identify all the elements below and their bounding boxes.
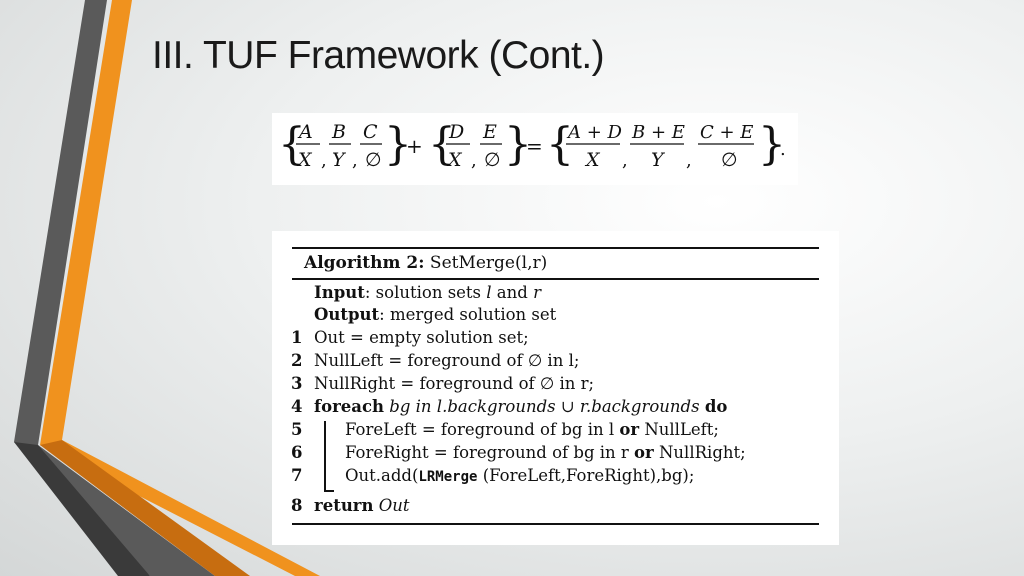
line-text: NullRight = foreground of ∅ in r; [314,374,595,393]
frac-denominator: X [446,149,463,171]
foreach-keyword: foreach [314,397,385,416]
right-brace: } [384,119,412,170]
loop-bar-end [324,490,334,492]
frac-denominator: ∅ [365,149,382,171]
line-number: 2 [291,351,303,370]
line-number: 6 [291,443,303,462]
header-rule [292,278,819,280]
algorithm-label: Algorithm 2: [304,253,425,273]
algorithm-image: Algorithm 2: SetMerge(l,r) Input: soluti… [272,231,839,545]
frac-numerator: C [363,121,378,143]
line-number: 7 [291,466,303,485]
frac-denominator: ∅ [484,149,501,171]
bottom-rule [292,523,819,525]
frac-numerator: B + E [631,122,685,143]
or-keyword: or [619,420,640,439]
equation-formula: { A X , B Y , C ∅ } + { D X , E ∅ } = { … [278,119,786,171]
input-keyword: Input [314,283,365,302]
plus-sign: + [406,134,423,158]
line-text: NullLeft = foreground of ∅ in l; [314,351,580,370]
top-rule [292,247,819,249]
frac-denominator: Y [651,149,666,171]
return-keyword: return [314,496,374,515]
line-text: Out = empty solution set; [314,328,529,347]
lrmerge-call: LRMerge [418,469,478,485]
frac-denominator: X [584,149,601,171]
loop-bar [324,421,326,491]
right-brace: } [504,119,532,170]
line-number: 5 [291,420,303,439]
svg-text:,: , [352,150,358,171]
frac-numerator: C + E [700,122,753,143]
svg-text:,: , [471,150,477,171]
algorithm-header: Algorithm 2: SetMerge(l,r) [304,253,547,273]
right-brace: } [758,119,786,170]
svg-text:,: , [321,150,327,171]
svg-text:,: , [686,150,692,171]
frac-numerator: A + D [566,122,623,143]
line-number: 3 [291,374,303,393]
period: . [780,139,786,160]
frac-denominator: ∅ [721,149,738,171]
output-keyword: Output [314,305,380,324]
frac-numerator: B [331,121,346,143]
frac-denominator: X [296,149,313,171]
frac-denominator: Y [332,149,347,171]
equation-image: { A X , B Y , C ∅ } + { D X , E ∅ } = { … [272,113,798,185]
or-keyword: or [634,443,654,462]
frac-numerator: D [448,121,464,143]
algorithm-name: SetMerge(l,r) [429,253,548,273]
equals-sign: = [526,134,543,158]
slide-title: III. TUF Framework (Cont.) [152,34,605,77]
line-number: 4 [291,397,303,416]
frac-numerator: A [297,121,313,143]
line-number: 1 [291,328,303,347]
frac-numerator: E [482,121,497,143]
do-keyword: do [704,397,728,416]
svg-text:,: , [622,150,628,171]
line-number: 8 [291,496,303,515]
